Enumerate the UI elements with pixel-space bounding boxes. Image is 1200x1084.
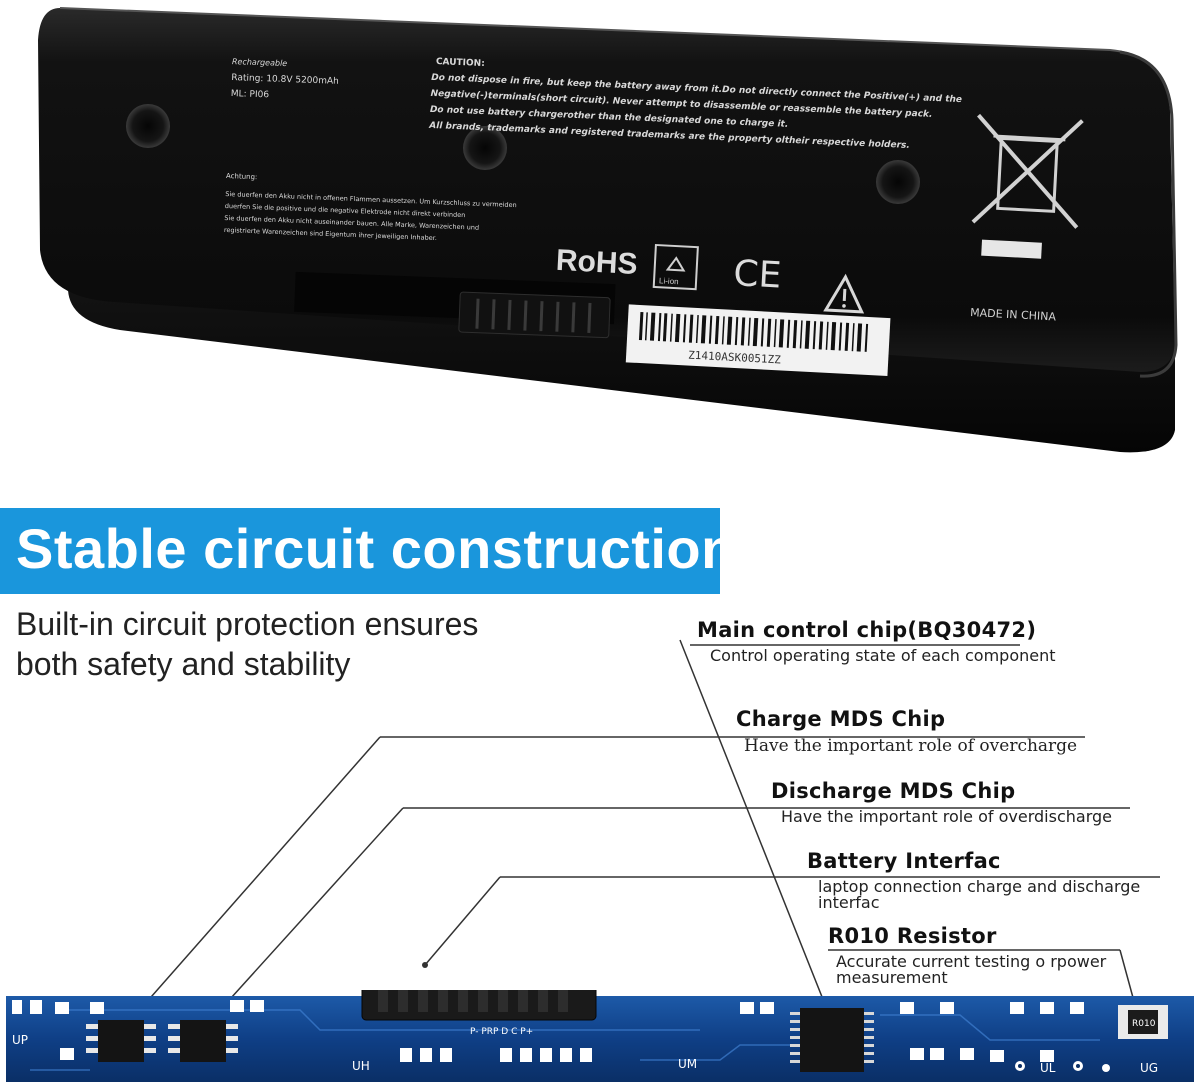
pcb-label-uh: UH xyxy=(352,1059,370,1073)
weee-bin-icon xyxy=(971,113,1084,259)
battery-label-model: ML: PI06 xyxy=(231,89,270,100)
battery-label-rating: Rating: 10.8V 5200mAh xyxy=(231,73,339,87)
subtitle-line: Built-in circuit protection ensures xyxy=(16,606,479,642)
callout-title-battery-interface: Battery Interfac xyxy=(807,849,1001,873)
liion-label: Li-ion xyxy=(659,276,679,286)
r010-resistor: R010 xyxy=(1118,1005,1168,1039)
callout-desc-battery-interface: laptop connection charge and discharge i… xyxy=(818,877,1141,912)
callout-title-main-chip: Main control chip(BQ30472) xyxy=(697,618,1037,642)
subtitle-line: both safety and stability xyxy=(16,646,351,682)
title-banner xyxy=(0,508,720,594)
warning-triangle-icon xyxy=(823,273,865,314)
caution-title: CAUTION: xyxy=(436,57,485,69)
recycle-liion-icon: Li-ion xyxy=(652,243,699,291)
callout-title-charge-mds: Charge MDS Chip xyxy=(736,707,946,731)
subtitle: Built-in circuit protection ensures both… xyxy=(16,604,576,684)
callout-desc-discharge-mds: Have the important role of overdischarge xyxy=(781,807,1112,826)
r010-label: R010 xyxy=(1132,1019,1156,1029)
pcb-label-ul: UL xyxy=(1040,1061,1056,1075)
charge-mds-chip xyxy=(86,1020,156,1062)
barcode-sticker: Z1410ASK0051ZZ xyxy=(625,304,891,377)
callout-desc-charge-mds: Have the important role of overcharge xyxy=(744,736,1078,756)
screw-icon xyxy=(126,104,170,148)
achtung-title: Achtung: xyxy=(226,172,258,181)
callout-desc-main-chip: Control operating state of each componen… xyxy=(710,646,1056,665)
rohs-mark: RoHS xyxy=(555,244,638,281)
pcb-label-up: UP xyxy=(12,1033,28,1047)
screw-icon xyxy=(463,126,507,170)
battery-interface-connector xyxy=(361,990,597,1021)
banner-title: Stable circuit construction xyxy=(16,517,736,580)
battery-photo: Z1410ASK0051ZZ Rechargeable Rating: 10.8… xyxy=(38,7,1178,453)
barcode-number: Z1410ASK0051ZZ xyxy=(688,349,782,367)
ce-mark: CE xyxy=(732,253,782,296)
pcb-label-um: UM xyxy=(678,1057,697,1071)
callout-title-r010-resistor: R010 Resistor xyxy=(828,924,997,948)
battery-label-rechargeable: Rechargeable xyxy=(232,57,288,68)
pcb-board: R010 UP UH UM UL UG P- PRP D C P+ xyxy=(6,990,1194,1082)
made-in-china-label: MADE IN CHINA xyxy=(970,306,1057,324)
battery-connector xyxy=(458,291,611,339)
callout-desc-r010-resistor: Accurate current testing o rpower measur… xyxy=(836,952,1107,987)
pcb-label-connector: P- PRP D C P+ xyxy=(470,1027,533,1037)
main-control-chip xyxy=(790,1008,874,1072)
callout-title-discharge-mds: Discharge MDS Chip xyxy=(771,779,1016,803)
screw-icon xyxy=(876,160,920,204)
discharge-mds-chip xyxy=(168,1020,238,1062)
pcb-label-ug: UG xyxy=(1140,1061,1158,1075)
